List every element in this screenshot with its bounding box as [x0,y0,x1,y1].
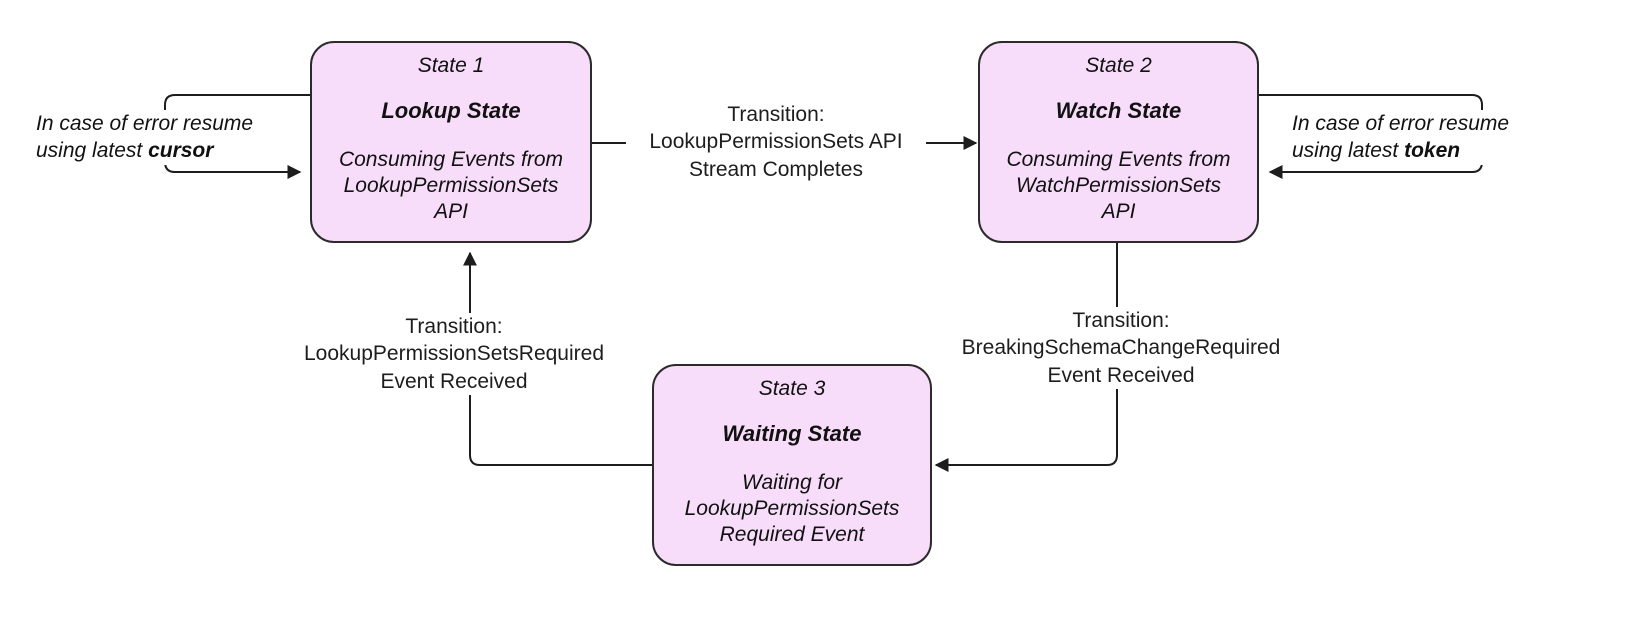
state3-description: Waiting for LookupPermissionSets Require… [684,470,900,547]
state3-title: Waiting State [722,421,862,447]
state-node-state1[interactable]: State 1 Lookup State Consuming Events fr… [310,41,592,243]
note-cursor: In case of error resume using latest cur… [36,110,286,165]
state-node-state3[interactable]: State 3 Waiting State Waiting for Lookup… [652,364,932,566]
note-token-emphasis: token [1404,139,1461,163]
note-token-line2-prefix: using latest [1292,139,1405,163]
state1-title: Lookup State [381,98,521,124]
state1-description: Consuming Events from LookupPermissionSe… [338,147,564,224]
edge-state2-to-state3 [934,243,1118,472]
transition-label-state2-to-state3: Transition: BreakingSchemaChangeRequired… [946,307,1296,389]
state2-number: State 2 [1085,54,1152,77]
transition-label-state1-to-state2: Transition: LookupPermissionSets API Str… [626,101,926,183]
state1-number: State 1 [417,54,485,77]
note-token: In case of error resume using latest tok… [1292,110,1542,165]
note-cursor-line1: In case of error resume [36,112,254,135]
edge-state3-to-state1 [463,251,652,466]
state-node-state2[interactable]: State 2 Watch State Consuming Events fro… [978,41,1259,243]
state2-title: Watch State [1055,98,1182,124]
state2-description: Consuming Events from WatchPermissionSet… [1006,147,1231,224]
note-token-line1: In case of error resume [1292,112,1510,135]
note-cursor-emphasis: cursor [148,139,214,163]
note-cursor-line2-prefix: using latest [36,139,149,163]
transition-label-state3-to-state1: Transition: LookupPermissionSetsRequired… [290,313,618,395]
state3-number: State 3 [758,377,826,400]
